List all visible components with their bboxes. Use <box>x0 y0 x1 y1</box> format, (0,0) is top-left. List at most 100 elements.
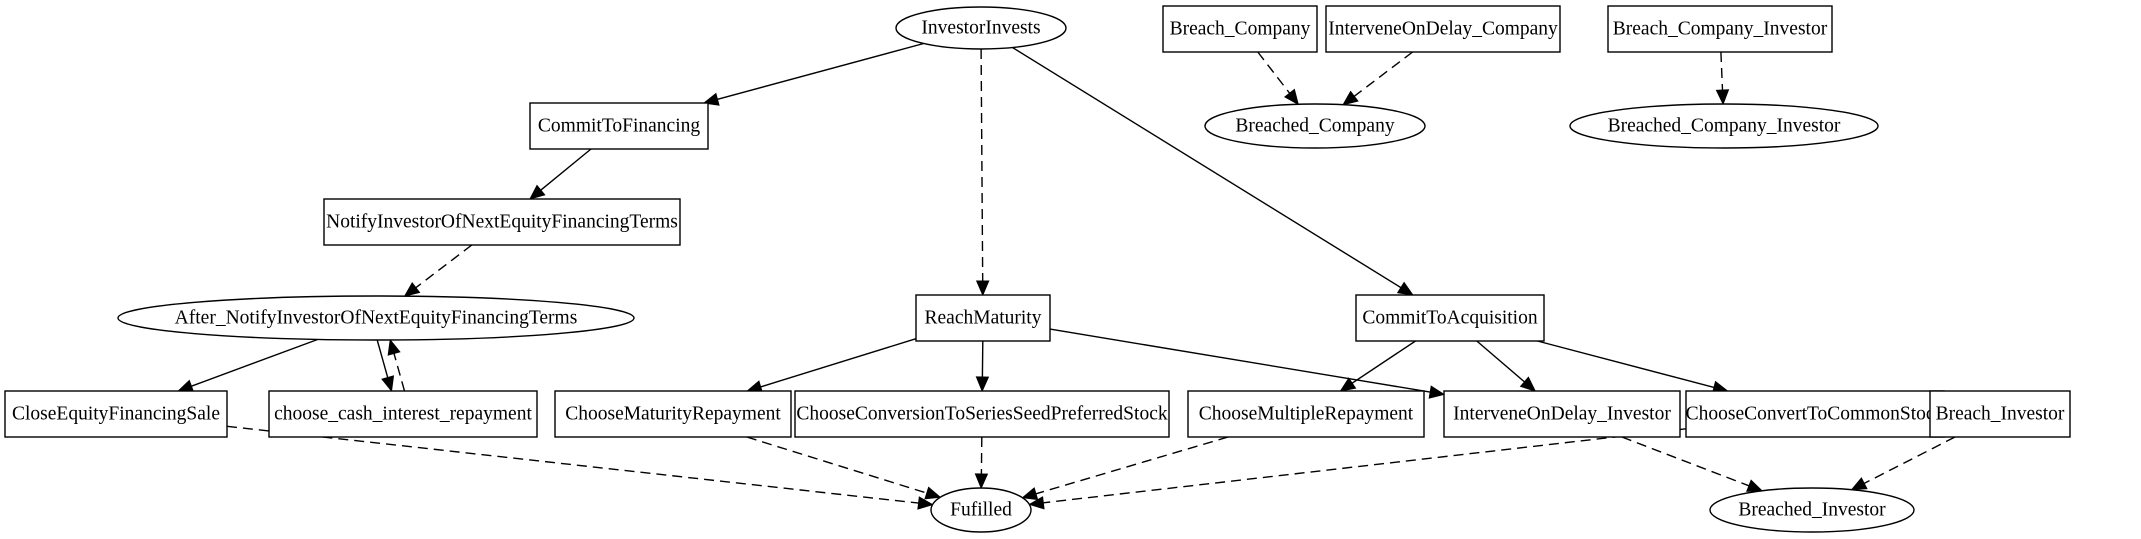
action-box <box>1325 5 1561 53</box>
edge-line <box>1537 340 1715 389</box>
arrowhead-icon <box>1396 281 1414 296</box>
action-box <box>268 390 538 438</box>
edge-line <box>746 436 928 494</box>
edge-commit-to-acquisition-to-choose-multiple-repayment <box>1339 340 1416 392</box>
node-label: ChooseMaturityRepayment <box>565 404 781 425</box>
node-fufilled: Fufilled <box>930 487 1032 533</box>
edge-line <box>1049 328 1431 393</box>
arrowhead-icon <box>974 473 989 490</box>
node-commit-to-financing: CommitToFinancing <box>529 102 709 150</box>
arrowhead-icon <box>387 338 401 356</box>
arrowhead-icon <box>1428 385 1446 399</box>
arrowhead-icon <box>1746 479 1764 492</box>
state-ellipse <box>895 6 1067 50</box>
action-box <box>794 390 1170 438</box>
edge-line <box>1257 51 1291 94</box>
arrowhead-icon <box>529 184 546 200</box>
edge-line <box>1476 340 1525 383</box>
arrowhead-icon <box>1339 377 1357 392</box>
edge-investor-invests-to-reach-maturity <box>975 48 990 297</box>
node-label: Breach_Company <box>1170 19 1311 40</box>
action-box <box>554 390 792 438</box>
edge-commit-to-financing-to-notify-investor-of-next-equity-financing-terms <box>529 148 592 200</box>
edge-reach-maturity-to-intervene-on-delay-investor <box>1049 328 1446 399</box>
edge-line <box>717 42 924 100</box>
node-choose-multiple-repayment: ChooseMultipleRepayment <box>1187 390 1425 438</box>
edge-line <box>1351 340 1416 384</box>
edge-breach-company-to-breached-company <box>1257 51 1299 106</box>
node-label: Fufilled <box>950 500 1012 521</box>
node-after-notify-investor-of-next-equity-financing-terms: After_NotifyInvestorOfNextEquityFinancin… <box>117 295 635 341</box>
edge-investor-invests-to-commit-to-financing <box>702 42 924 106</box>
arrowhead-icon <box>975 280 990 297</box>
node-label: CloseEquityFinancingSale <box>12 404 220 425</box>
edge-line <box>540 148 592 191</box>
arrowhead-icon <box>917 496 934 510</box>
arrowhead-icon <box>1342 90 1359 106</box>
edge-line <box>393 353 406 392</box>
node-label: choose_cash_interest_repayment <box>274 404 532 425</box>
edge-commit-to-acquisition-to-choose-convert-to-common-stock <box>1537 340 1729 394</box>
node-choose-cash-interest-repayment: choose_cash_interest_repayment <box>268 390 538 438</box>
node-label: ChooseMultipleRepayment <box>1199 404 1414 425</box>
state-ellipse <box>1204 103 1426 149</box>
node-label: InterveneOnDelay_Investor <box>1453 404 1671 425</box>
edge-reach-maturity-to-choose-conversion-to-series-seed-preferred-stock <box>975 340 990 393</box>
node-intervene-on-delay-company: InterveneOnDelay_Company <box>1325 5 1561 53</box>
node-breach-company-investor: Breach_Company_Investor <box>1607 5 1833 53</box>
edge-line <box>415 244 473 289</box>
node-choose-maturity-repayment: ChooseMaturityRepayment <box>554 390 792 438</box>
edge-breach-company-investor-to-breached-company-investor <box>1715 51 1730 106</box>
edge-line <box>226 425 919 504</box>
node-reach-maturity: ReachMaturity <box>915 294 1051 342</box>
arrowhead-icon <box>1850 477 1868 491</box>
edge-choose-convert-to-common-stock-to-fufilled <box>1028 428 1687 510</box>
edge-investor-invests-to-commit-to-acquisition <box>1012 46 1414 296</box>
action-box <box>1929 390 2071 438</box>
edge-choose-multiple-repayment-to-fufilled <box>1021 436 1229 501</box>
node-close-equity-financing-sale: CloseEquityFinancingSale <box>4 390 228 438</box>
edge-line <box>376 339 389 378</box>
edge-layer <box>177 42 1956 510</box>
arrowhead-icon <box>1715 89 1730 106</box>
edge-intervene-on-delay-investor-to-breached-investor <box>1621 436 1764 492</box>
edge-after-notify-investor-of-next-equity-financing-terms-to-choose-cash-interest-repayment <box>376 339 395 393</box>
node-intervene-on-delay-investor: InterveneOnDelay_Investor <box>1443 390 1681 438</box>
arrowhead-icon <box>177 379 195 393</box>
node-label: Breach_Investor <box>1936 404 2065 425</box>
node-commit-to-acquisition: CommitToAcquisition <box>1355 294 1545 342</box>
arrowhead-icon <box>1283 88 1299 106</box>
node-choose-convert-to-common-stock: ChooseConvertToCommonStock <box>1685 390 1945 438</box>
action-box <box>1162 5 1318 53</box>
state-ellipse <box>930 487 1032 533</box>
edge-line <box>1621 436 1750 487</box>
node-label: ReachMaturity <box>925 308 1042 329</box>
node-label: Breached_Company <box>1235 116 1394 137</box>
edge-line <box>191 338 319 387</box>
node-label: CommitToAcquisition <box>1362 308 1537 329</box>
node-label: InterveneOnDelay_Company <box>1328 19 1558 40</box>
edge-reach-maturity-to-choose-maturity-repayment <box>746 338 917 394</box>
node-label: CommitToFinancing <box>538 116 700 137</box>
edge-close-equity-financing-sale-to-fufilled <box>226 425 934 510</box>
edge-choose-cash-interest-repayment-to-after-notify-investor-of-next-equity-financing-terms <box>387 338 406 392</box>
action-box <box>4 390 228 438</box>
node-breached-investor: Breached_Investor <box>1709 487 1915 533</box>
edge-line <box>1720 51 1724 91</box>
node-label: InvestorInvests <box>921 18 1040 39</box>
edge-line <box>1863 436 1956 485</box>
state-ellipse <box>1709 487 1915 533</box>
arrowhead-icon <box>1519 376 1537 392</box>
arrowhead-icon <box>975 376 990 393</box>
node-breach-investor: Breach_Investor <box>1929 390 2071 438</box>
action-box <box>1187 390 1425 438</box>
edge-notify-investor-of-next-equity-financing-terms-to-after-notify-investor-of-next-equity-financing-terms <box>403 244 473 297</box>
node-label: Breach_Company_Investor <box>1613 19 1828 40</box>
edge-line <box>1012 46 1402 289</box>
edge-line <box>1353 51 1414 97</box>
edge-line <box>1035 436 1229 495</box>
state-ellipse <box>117 295 635 341</box>
node-breached-company: Breached_Company <box>1204 103 1426 149</box>
